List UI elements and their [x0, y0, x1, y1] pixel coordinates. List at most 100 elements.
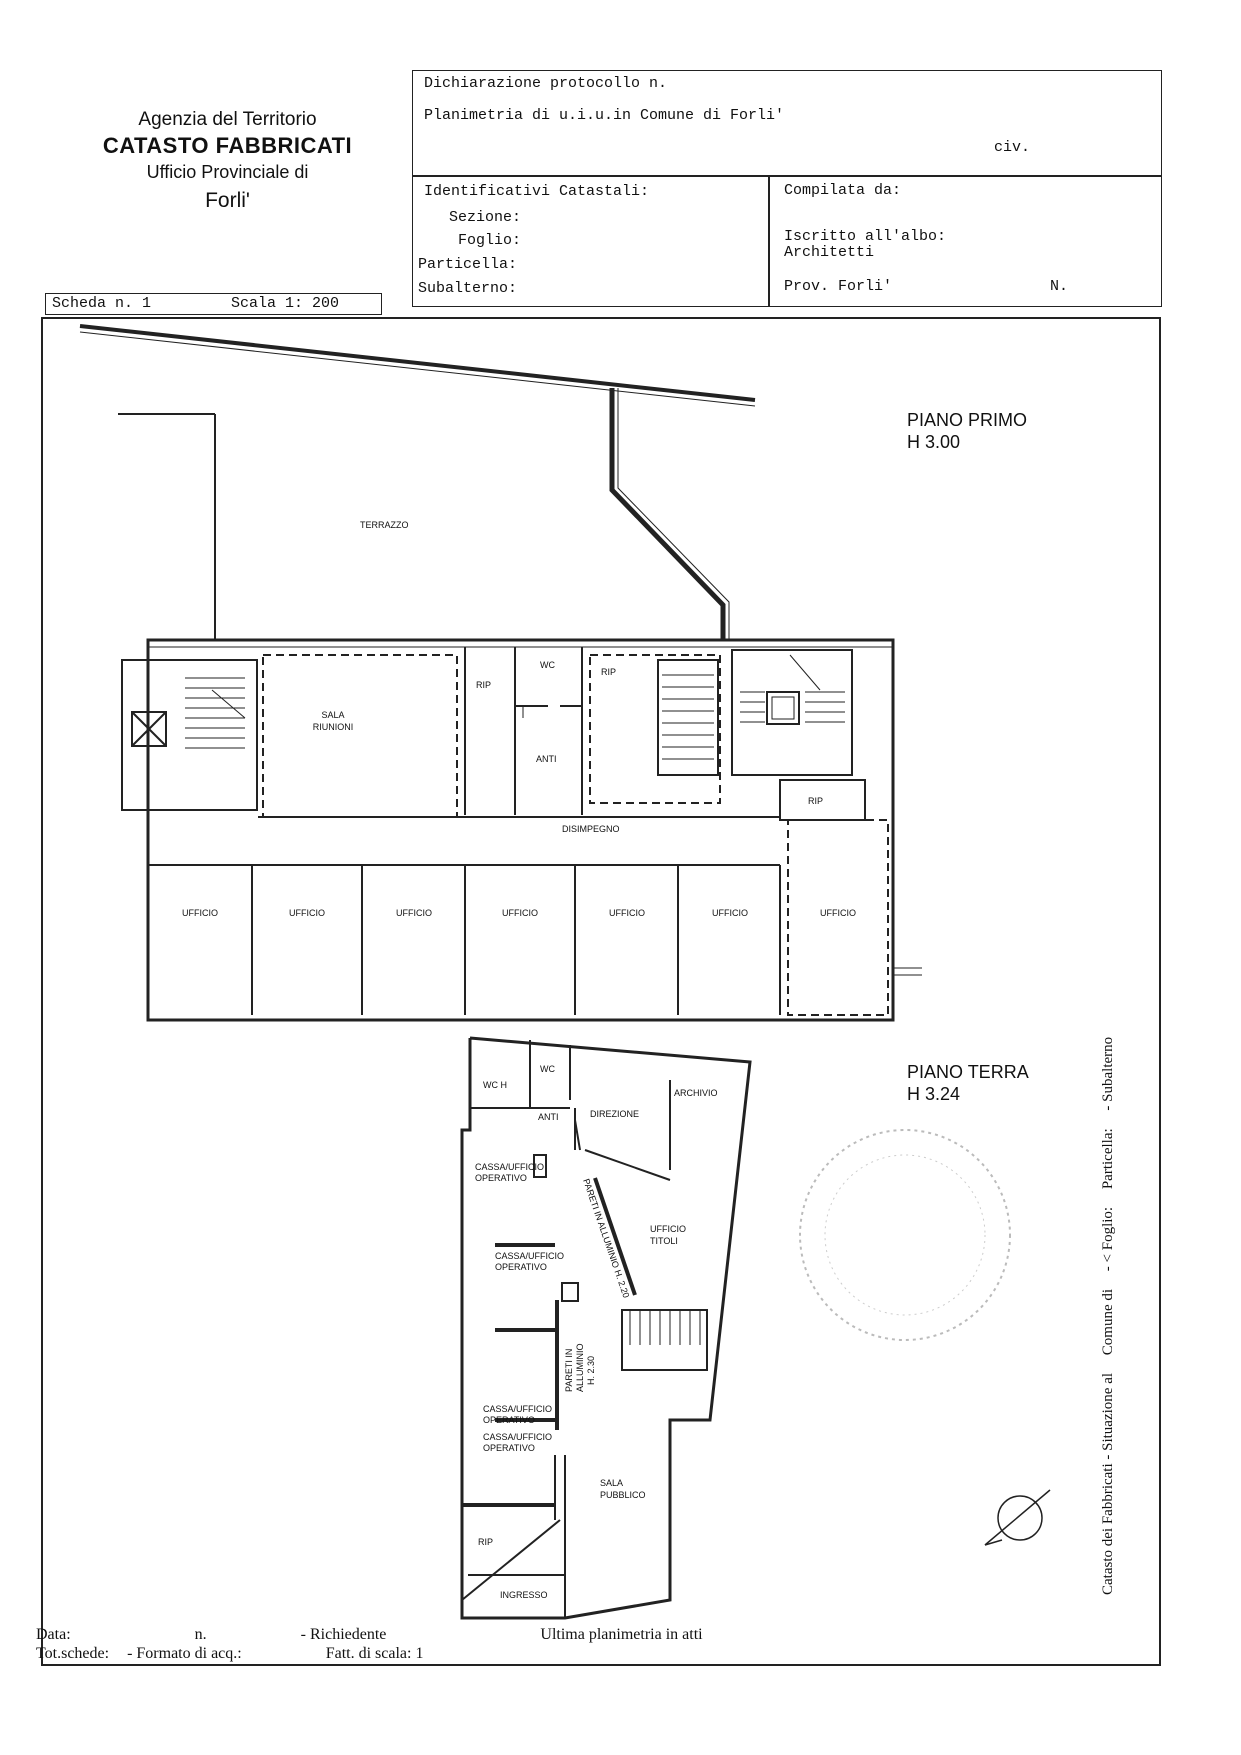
- ufficio-label: Ufficio Provinciale di: [146, 162, 309, 182]
- stamp-seal: [799, 1129, 1011, 1341]
- sezione-label: Sezione:: [449, 209, 522, 226]
- room-anti: ANTI: [536, 754, 557, 764]
- room-ufficio-6: UFFICIO: [712, 908, 748, 918]
- sidebar-subalterno: - Subalterno: [1100, 1036, 1116, 1111]
- agency-name: Agenzia del Territorio: [138, 109, 317, 130]
- room-ufficio-7: UFFICIO: [820, 908, 856, 918]
- room-sala: SALA: [321, 710, 344, 720]
- sidebar-foglio: - < Foglio:: [1100, 1206, 1116, 1272]
- header-top-box: [412, 70, 1162, 177]
- terra-outer-wall: [460, 1036, 752, 1620]
- footer-formato: - Formato di acq.:: [127, 1645, 242, 1662]
- sidebar-particella: Particella:: [1100, 1128, 1116, 1190]
- room-wc: WC: [540, 660, 555, 670]
- identificativi-label: Identificativi Catastali:: [424, 183, 650, 200]
- piano-primo-plan: [79, 324, 922, 1022]
- planimetria-label: Planimetria di u.i.u.in Comune di Forli': [424, 107, 785, 124]
- room-cassa-4: CASSA/UFFICIO: [483, 1432, 552, 1442]
- room-ufficio-2: UFFICIO: [289, 908, 325, 918]
- piano-terra-title: PIANO TERRA: [907, 1062, 1029, 1082]
- scheda-box: Scheda n. 1 Scala 1: 200: [45, 293, 382, 315]
- scala-label: Scala 1: 200: [231, 295, 340, 312]
- compilata-label: Compilata da:: [784, 182, 902, 199]
- catasto-sidebar: Catasto dei Fabbricati - Situazione al C…: [1100, 1023, 1117, 1595]
- primo-outer-wall: [146, 638, 895, 1022]
- footer-richiedente: - Richiedente: [300, 1626, 387, 1643]
- room-riunioni: RIUNIONI: [313, 722, 354, 732]
- terra-stair: [621, 1309, 708, 1371]
- footer-fatt: Fatt. di scala: 1: [325, 1645, 424, 1662]
- north-arrow-icon: [984, 1489, 1051, 1546]
- rip-small-room: [779, 779, 866, 821]
- room-operativo-4: OPERATIVO: [483, 1443, 535, 1453]
- piano-primo-title: PIANO PRIMO: [907, 410, 1027, 430]
- room-operativo-1: OPERATIVO: [475, 1173, 527, 1183]
- room-ingresso: INGRESSO: [500, 1590, 548, 1600]
- room-ufficio-1: UFFICIO: [182, 908, 218, 918]
- partition-label-diagonal: PARETI IN ALLUMINIO H. 2.20: [581, 1177, 631, 1299]
- room-cassa-2: CASSA/UFFICIO: [495, 1251, 564, 1261]
- room-pubblico: PUBBLICO: [600, 1490, 646, 1500]
- right-lift: [766, 691, 800, 725]
- albo-label: Architetti: [784, 244, 875, 261]
- room-archivio: ARCHIVIO: [674, 1088, 718, 1098]
- agency-title-block: Agenzia del Territorio CATASTO FABBRICAT…: [70, 108, 385, 216]
- room-cassa-3: CASSA/UFFICIO: [483, 1404, 552, 1414]
- room-rip-2: RIP: [601, 667, 616, 677]
- boundary-line: [79, 324, 756, 402]
- room-direzione: DIREZIONE: [590, 1109, 639, 1119]
- room-ufficio-4: UFFICIO: [502, 908, 538, 918]
- footer-line-2: Tot.schede: - Formato di acq.: Fatt. di …: [36, 1645, 441, 1663]
- catasto-title: CATASTO FABBRICATI: [102, 133, 353, 158]
- room-operativo-2: OPERATIVO: [495, 1262, 547, 1272]
- provincia-label: Prov. Forli': [784, 278, 893, 295]
- central-stair: [657, 659, 719, 776]
- civ-label: civ.: [994, 139, 1031, 156]
- partition-label-v2: ALLUMINIO: [575, 1343, 585, 1392]
- rip-dashed: [589, 654, 721, 804]
- room-ufficio-5: UFFICIO: [609, 908, 645, 918]
- room-rip-terra: RIP: [478, 1537, 493, 1547]
- left-stair-block: [121, 659, 258, 811]
- sidebar-comune: Comune di: [1100, 1288, 1116, 1356]
- room-anti-terra: ANTI: [538, 1112, 559, 1122]
- scheda-label: Scheda n. 1: [52, 295, 152, 312]
- partition-label-v3: H. 2.30: [586, 1356, 596, 1385]
- room-sala-terra: SALA: [600, 1478, 623, 1488]
- room-wc-terra: WC: [540, 1064, 555, 1074]
- room-terrazzo: TERRAZZO: [360, 520, 409, 530]
- room-titoli: TITOLI: [650, 1236, 678, 1246]
- left-lift: [131, 711, 167, 747]
- footer-totschede: Tot.schede:: [36, 1645, 110, 1662]
- room-ufficio-terra: UFFICIO: [650, 1224, 686, 1234]
- room-wch: WC H: [483, 1080, 507, 1090]
- room-cassa-1: CASSA/UFFICIO: [475, 1162, 544, 1172]
- sidebar-catasto: Catasto dei Fabbricati - Situazione al: [1100, 1372, 1116, 1595]
- piano-terra-height: H 3.24: [907, 1084, 960, 1104]
- room-disimpegno: DISIMPEGNO: [562, 824, 620, 834]
- room-ufficio-3: UFFICIO: [396, 908, 432, 918]
- header-bottom-box: [412, 175, 1162, 307]
- footer-ultima: Ultima planimetria in atti: [540, 1626, 703, 1643]
- iscritto-label: Iscritto all'albo:: [784, 228, 947, 245]
- piano-primo-labels: TERRAZZO SALA RIUNIONI RIP WC ANTI RIP R…: [182, 520, 856, 918]
- footer-n: n.: [194, 1626, 207, 1643]
- partition-label-v1: PARETI IN: [564, 1349, 574, 1392]
- room-operativo-3: OPERATIVO: [483, 1415, 535, 1425]
- header-divider: [768, 175, 770, 306]
- terrace-diagonal-wall: [609, 388, 726, 640]
- room-rip-3: RIP: [808, 796, 823, 806]
- dichiarazione-label: Dichiarazione protocollo n.: [424, 75, 668, 92]
- sala-riunioni-dashed: [262, 654, 458, 818]
- particella-label: Particella:: [418, 256, 518, 273]
- room-rip-1: RIP: [476, 680, 491, 690]
- aluminium-partition-diagonal: [593, 1177, 637, 1296]
- right-stair-block: [731, 649, 853, 776]
- numero-label: N.: [1050, 278, 1069, 295]
- office-partitions: [251, 865, 781, 1015]
- drawing-frame: [41, 317, 1161, 1666]
- piano-primo-height: H 3.00: [907, 432, 960, 452]
- city-name: Forli': [205, 189, 250, 212]
- footer-line-1: Data: n. - Richiedente Ultima planimetri…: [36, 1626, 721, 1644]
